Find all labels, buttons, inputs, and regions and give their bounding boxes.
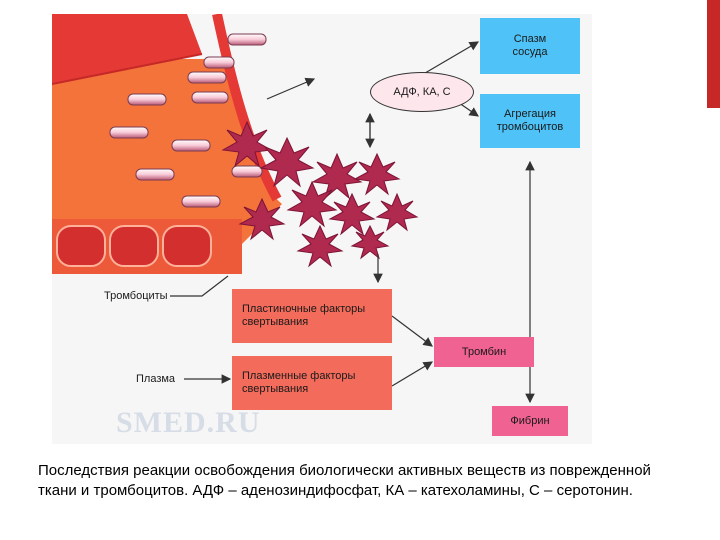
oval-adp-ca-s: АДФ, КА, С [370,72,474,112]
accent-bar [707,0,720,108]
box-thrombin-text: Тромбин [461,345,507,358]
endothelium-edge [212,14,282,202]
box-thrombin: Тромбин [434,337,534,367]
label-platelets: Тромбоциты [104,290,168,302]
box-vessel-spasm: Спазм сосуда [480,18,580,74]
collagen-fibers [109,33,267,208]
box-plasma-factors-text: Плазменные факторы свертывания [242,370,356,395]
oval-adp-ca-s-text: АДФ, КА, С [393,86,451,98]
label-plasma: Плазма [136,373,176,385]
figure-caption: Последствия реакции освобождения биологи… [38,462,651,499]
blood-vessel-lumen [52,14,202,84]
watermark-logo: SMED.RU [116,406,261,439]
tissue-cells [56,225,212,267]
box-platelet-aggregation: Агрегация тромбоцитов [480,94,580,148]
box-platelet-factors-text: Пластиночные факторы свертывания [242,303,366,328]
platelet-cluster [221,120,419,268]
coagulation-diagram: Спазм сосуда Агрегация тромбоцитов Пласт… [52,14,592,444]
box-platelet-factors: Пластиночные факторы свертывания [232,289,392,343]
box-fibrin: Фибрин [492,406,568,436]
box-platelet-aggregation-text: Агрегация тромбоцитов [496,108,564,133]
box-plasma-factors: Плазменные факторы свертывания [232,356,392,410]
box-vessel-spasm-text: Спазм сосуда [512,33,548,58]
vessel-boundary [52,53,203,85]
box-fibrin-text: Фибрин [510,414,550,427]
